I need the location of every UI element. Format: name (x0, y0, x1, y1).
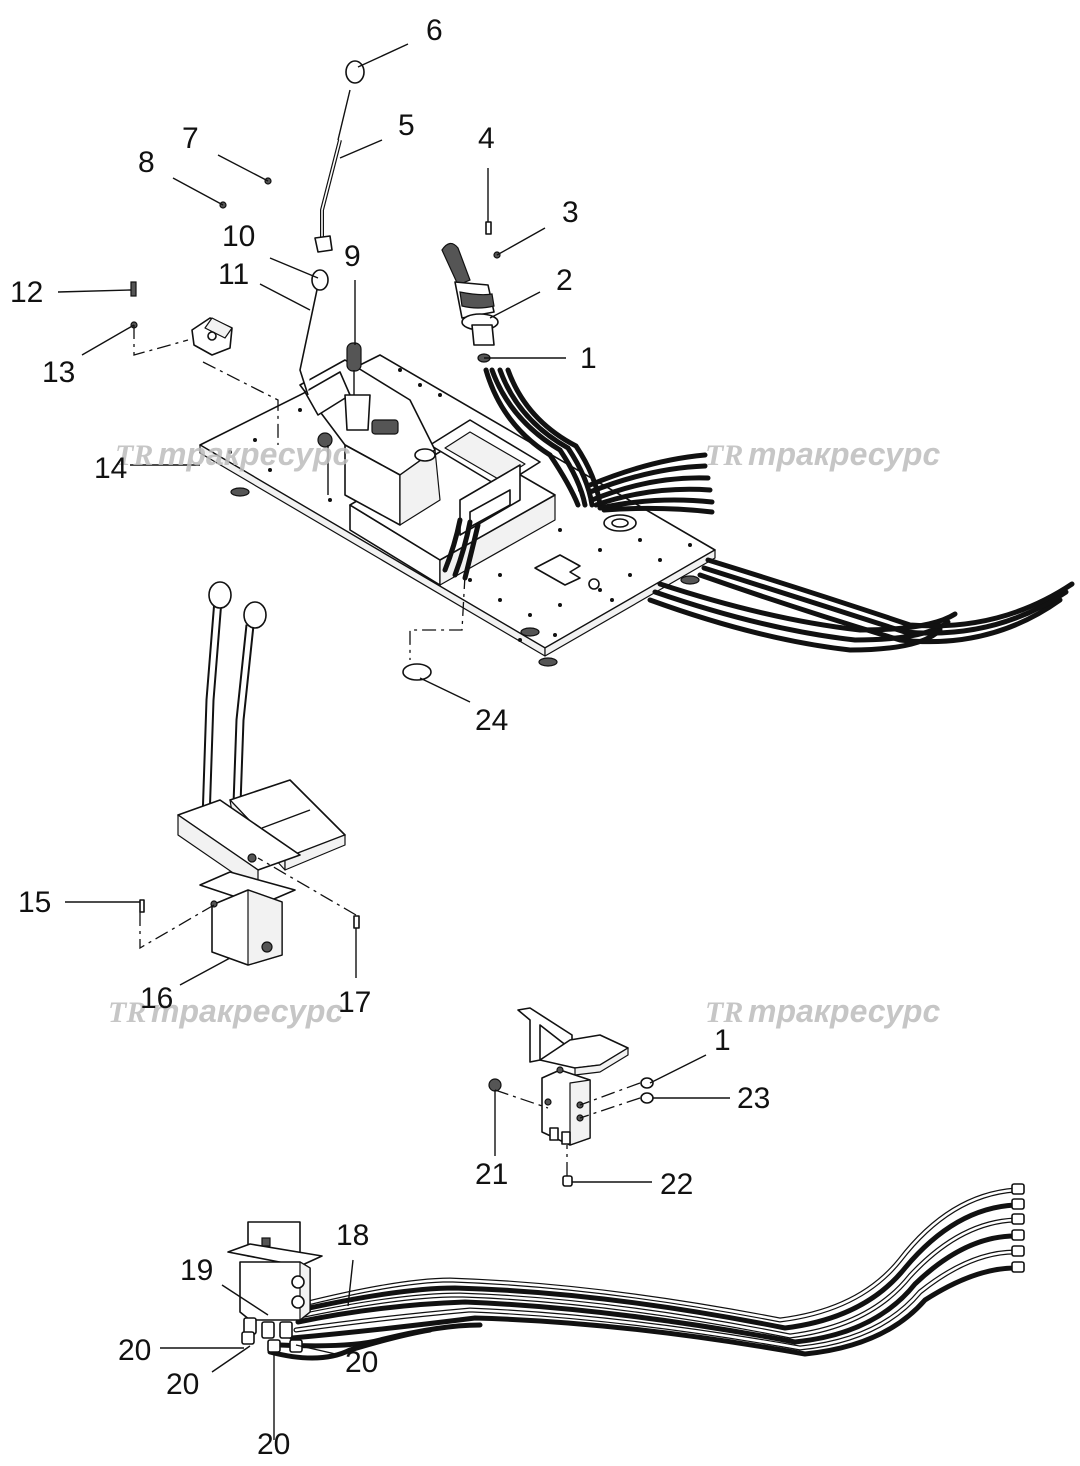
screw-17 (353, 915, 360, 929)
callout-23: 23 (737, 1082, 770, 1115)
callout-12: 12 (10, 276, 43, 309)
fitting-22 (562, 1175, 573, 1187)
callout-3: 3 (562, 196, 579, 229)
pilot-joystick-2 (441, 242, 499, 363)
svg-text:тракресурс: тракресурс (151, 993, 343, 1029)
callout-11: 11 (218, 258, 249, 291)
watermark-mid-left: TR тракресурс (108, 993, 343, 1029)
lever-11 (299, 269, 329, 396)
watermark-top-right: TR тракресурс (705, 436, 940, 472)
lever-rod-5 (314, 60, 365, 253)
callout-1-lower: 1 (714, 1024, 731, 1057)
svg-text:тракресурс: тракресурс (158, 436, 350, 472)
console-hose-bundle (442, 367, 1075, 653)
screw-15 (139, 899, 145, 913)
callout-4: 4 (478, 122, 495, 155)
callout-20-c: 20 (345, 1346, 378, 1379)
bracket-14 (191, 317, 233, 356)
callout-10: 10 (222, 220, 255, 253)
plug-21 (488, 1078, 502, 1092)
lever-pedal-assembly (177, 581, 346, 966)
callout-15: 15 (18, 886, 51, 919)
callout-7: 7 (182, 122, 199, 155)
bolt-4 (485, 221, 492, 235)
callout-14: 14 (94, 452, 127, 485)
callout-17: 17 (338, 986, 371, 1019)
bolt-12 (130, 281, 137, 297)
callout-20-b: 20 (166, 1368, 199, 1401)
callout-5: 5 (398, 109, 415, 142)
pedal-bracket (517, 1007, 629, 1146)
callout-1-upper: 1 (580, 342, 597, 375)
joystick-control-console (299, 342, 441, 526)
callout-21: 21 (475, 1158, 508, 1191)
callout-8: 8 (138, 146, 155, 179)
watermark-mid-right: TR тракресурс (705, 993, 940, 1029)
svg-text:TR: TR (108, 996, 146, 1029)
callout-24: 24 (475, 704, 508, 737)
nut-23 (640, 1092, 654, 1104)
cap-24 (402, 663, 432, 681)
callout-19: 19 (180, 1254, 213, 1287)
callout-9: 9 (344, 240, 361, 273)
watermark-top-left: TR тракресурс (115, 436, 350, 472)
callout-6: 6 (426, 14, 443, 47)
callout-2: 2 (556, 264, 573, 297)
callout-22: 22 (660, 1168, 693, 1201)
leader-lines (57, 43, 730, 1440)
svg-text:TR: TR (115, 439, 153, 472)
callout-13: 13 (42, 356, 75, 389)
svg-text:тракресурс: тракресурс (748, 436, 940, 472)
valve-block-hoses (227, 1183, 1025, 1361)
callout-16: 16 (140, 982, 173, 1015)
svg-text:TR: TR (705, 439, 743, 472)
callout-labels: 6 7 5 4 8 3 10 9 11 2 12 1 13 14 24 15 1… (10, 14, 770, 1461)
callout-20-a: 20 (118, 1334, 151, 1367)
nut-1-lower (640, 1077, 654, 1089)
callout-18: 18 (336, 1219, 369, 1252)
svg-text:TR: TR (705, 996, 743, 1029)
callout-20-d: 20 (257, 1428, 290, 1461)
svg-text:тракресурс: тракресурс (748, 993, 940, 1029)
